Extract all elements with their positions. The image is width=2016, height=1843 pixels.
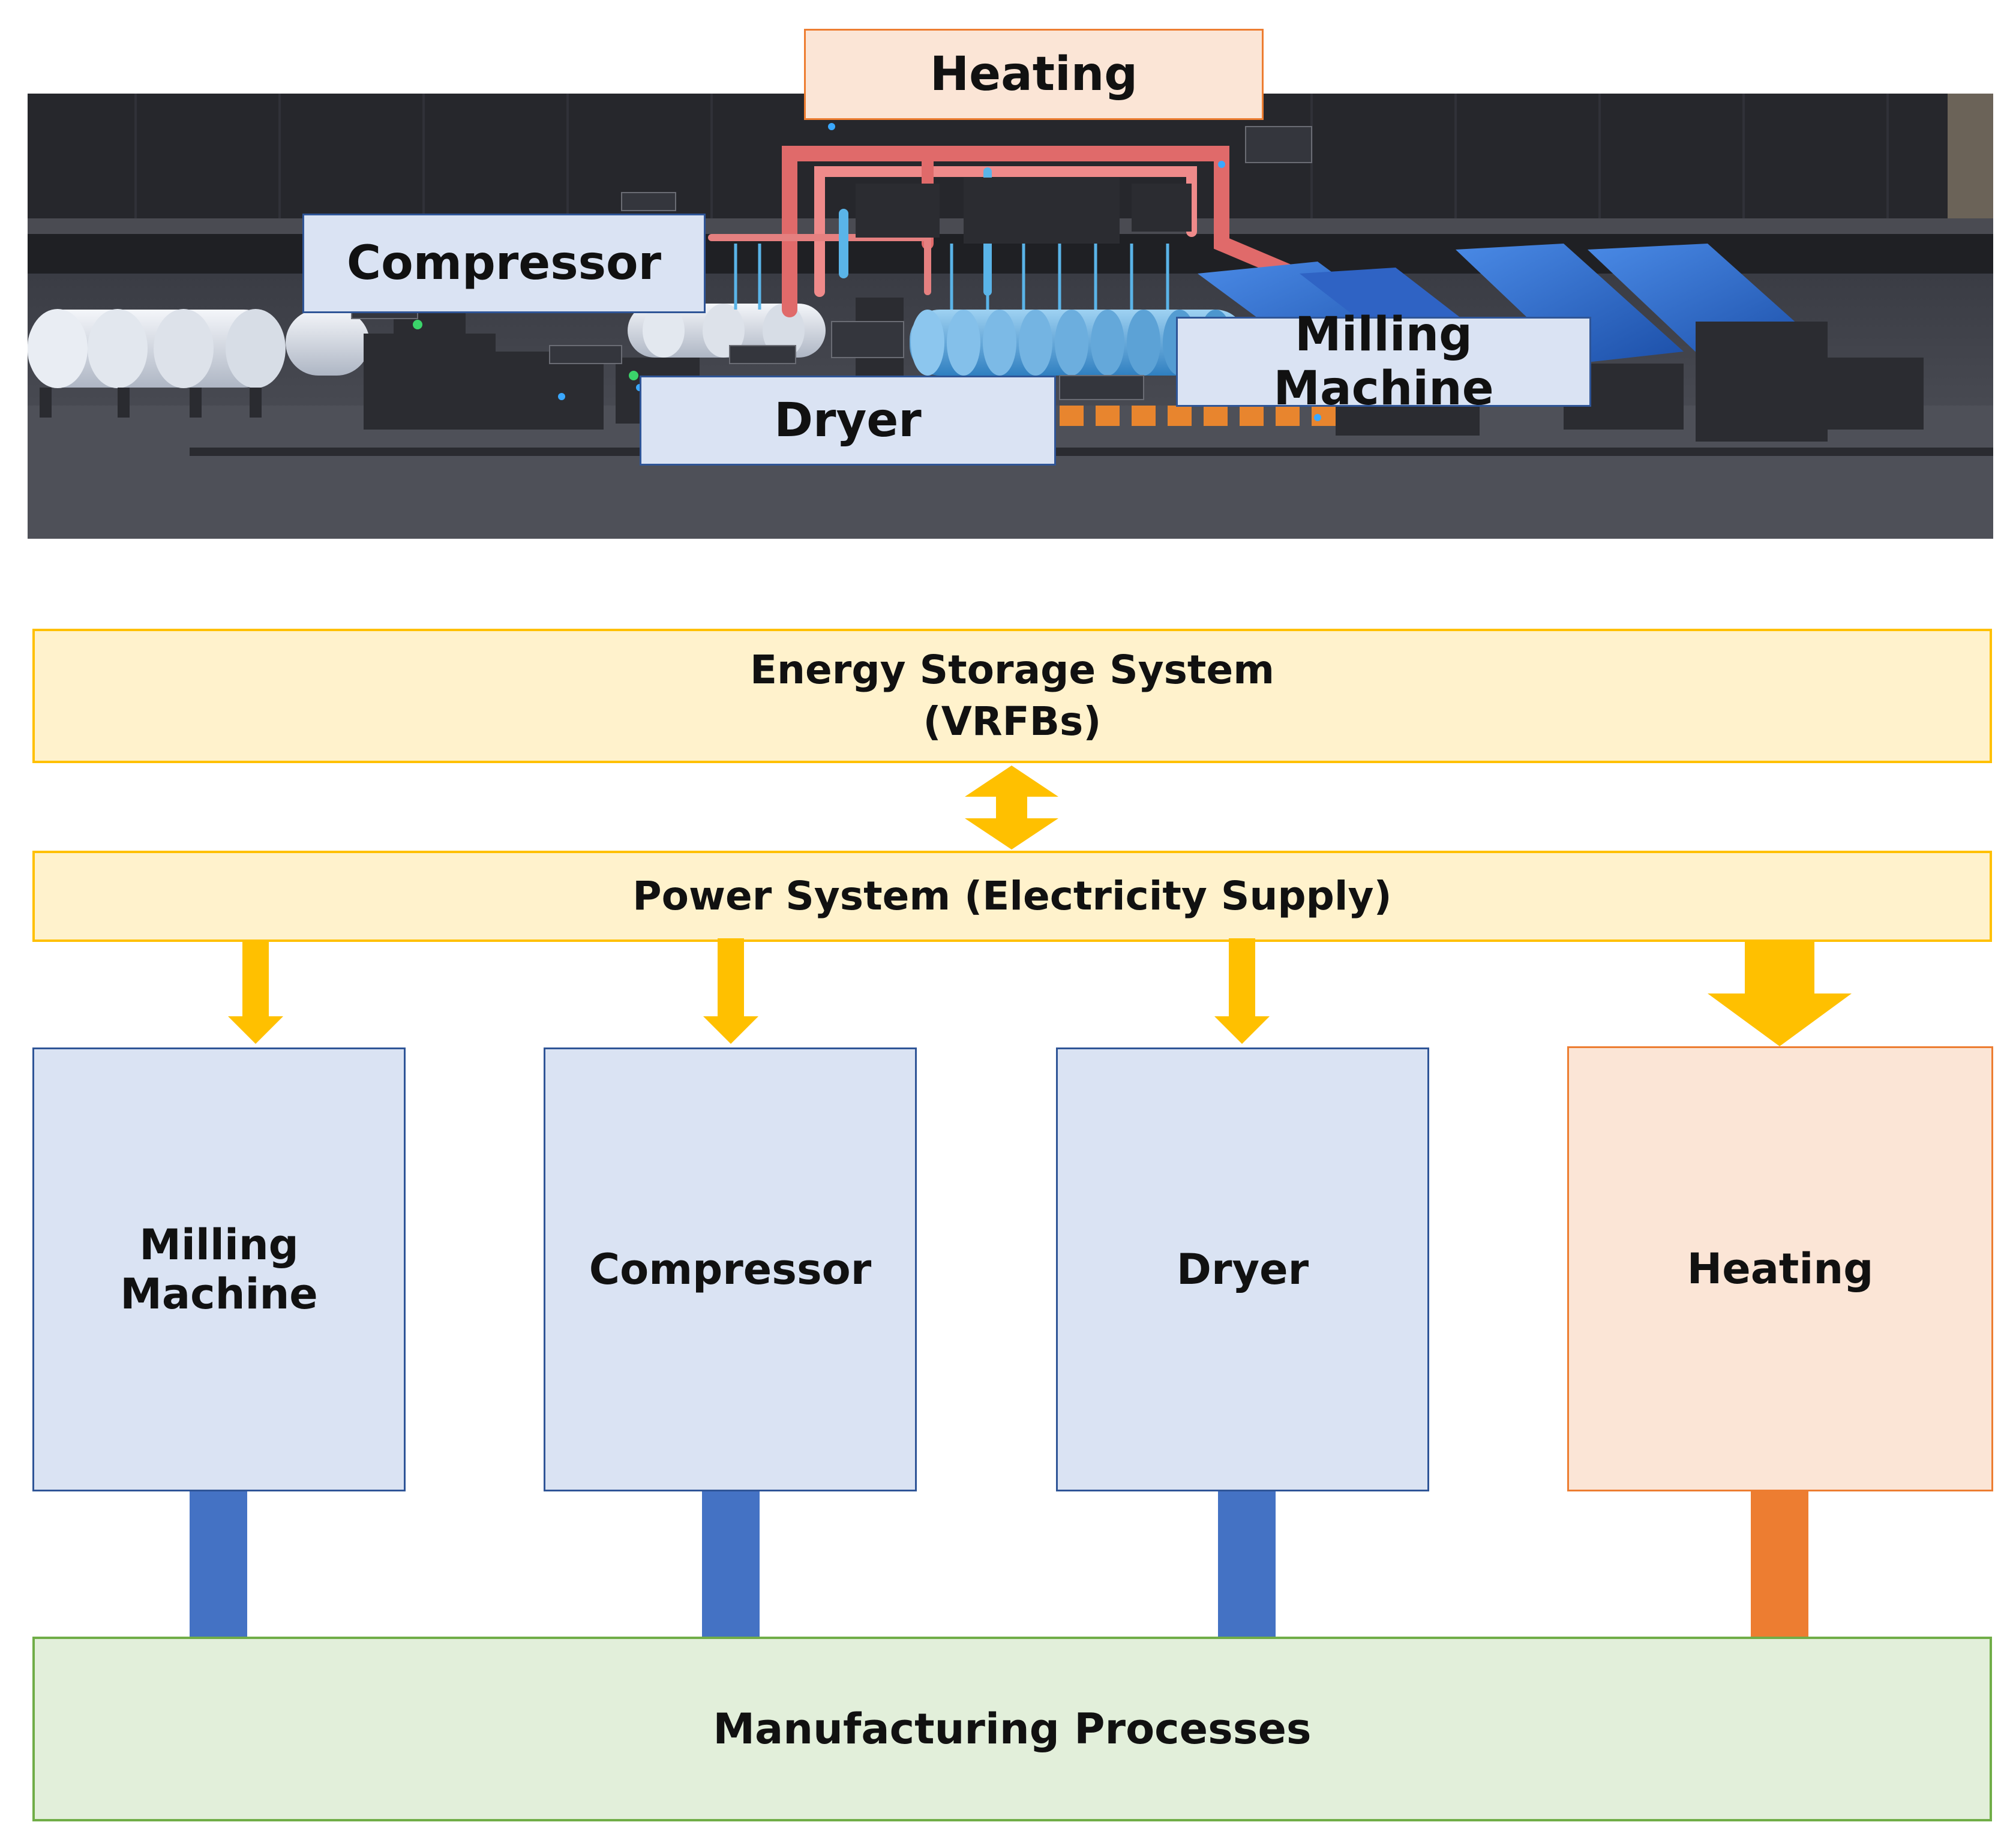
connector-compressor [702,1491,760,1638]
connector-heating [1751,1491,1808,1638]
scene-label-compressor: Compressor [302,214,706,313]
energy-storage-system-box: Energy Storage System (VRFBs) [32,629,1992,763]
arrow-to-compressor [703,938,758,1044]
arrow-to-heating [1708,942,1852,1046]
dryer-box: Dryer [1056,1047,1429,1491]
scene-label-heating: Heating [804,29,1264,120]
scene-label-heating-text: Heating [929,47,1138,101]
arrow-to-dryer [1214,938,1270,1044]
connector-milling [190,1491,247,1638]
ess-title: Energy Storage System [749,647,1275,694]
scene-label-compressor-text: Compressor [346,236,662,290]
power-system-box: Power System (Electricity Supply) [32,851,1992,942]
manufacturing-processes-label: Manufacturing Processes [713,1704,1312,1754]
factory-scene-image [28,94,1993,539]
ess-subtitle: (VRFBs) [923,698,1102,745]
compressor-box: Compressor [544,1047,917,1491]
scene-label-milling-machine: Milling Machine [1176,308,1591,416]
heating-label: Heating [1687,1244,1874,1293]
scene-label-dryer-text: Dryer [774,394,922,448]
scene-label-dryer: Dryer [640,376,1056,466]
milling-machine-box: Milling Machine [32,1047,406,1491]
dryer-label: Dryer [1176,1245,1309,1294]
arrow-to-milling [228,942,283,1044]
power-system-label: Power System (Electricity Supply) [632,873,1392,920]
compressor-label: Compressor [589,1245,872,1294]
scene-label-milling-machine-text: Milling Machine [1273,308,1494,416]
heating-box: Heating [1567,1046,1993,1491]
connector-dryer [1218,1491,1276,1638]
bidirectional-arrow [965,766,1058,850]
milling-machine-label: Milling Machine [120,1220,318,1319]
manufacturing-processes-box: Manufacturing Processes [32,1637,1992,1821]
